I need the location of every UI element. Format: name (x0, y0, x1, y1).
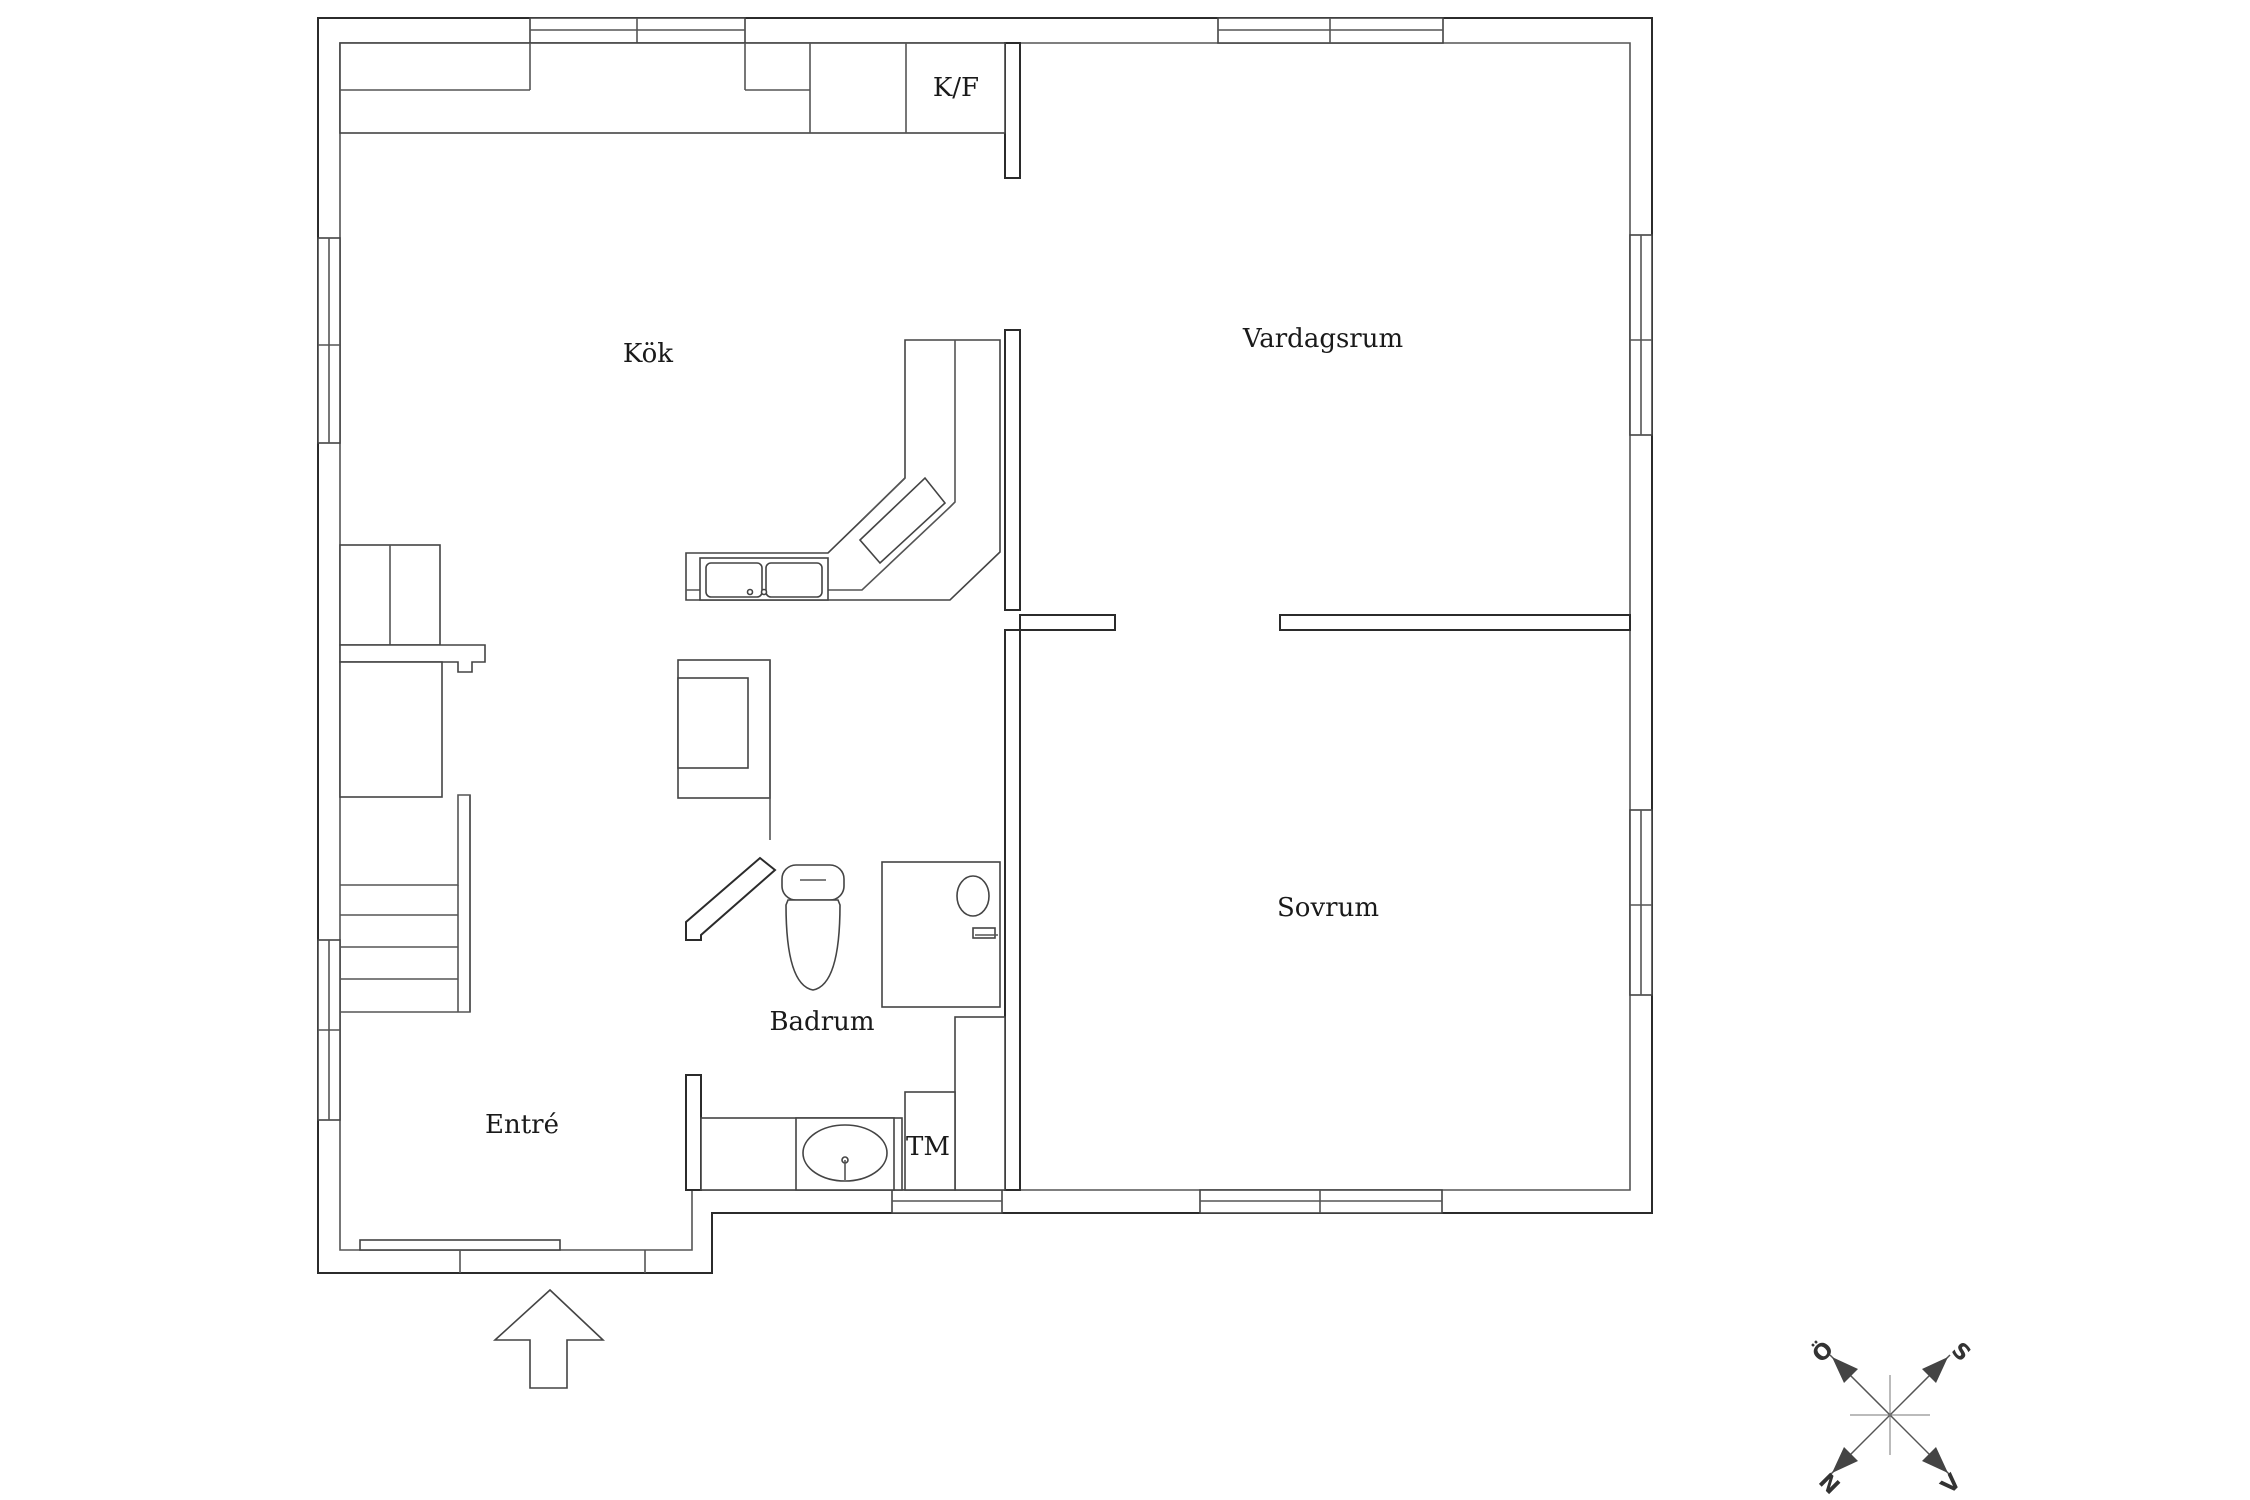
bathroom-fixtures (700, 861, 1006, 1191)
entrance-arrow-icon (492, 1288, 606, 1389)
room-label-sovrum: Sovrum (1277, 893, 1379, 923)
compass-label-se: V (1937, 1470, 1967, 1500)
toilet (781, 864, 845, 991)
room-label-entre: Entré (485, 1110, 559, 1140)
compass-icon: S Ö N V (1807, 1336, 1975, 1500)
kitchen-counter (685, 339, 1001, 601)
windows (317, 17, 1653, 1273)
compass-label-sw: N (1813, 1469, 1844, 1500)
stove (677, 659, 771, 840)
room-label-tm: TM (906, 1132, 950, 1162)
left-cabinets (339, 544, 486, 798)
shower (881, 861, 1001, 1008)
top-cabinets (339, 42, 1006, 134)
room-labels: Kök Vardagsrum Sovrum Badrum Entré K/F T… (485, 73, 1403, 1162)
room-label-badrum: Badrum (769, 1007, 874, 1037)
compass-label-ne: S (1946, 1338, 1975, 1367)
room-label-kok: Kök (623, 339, 673, 369)
room-label-vardagsrum: Vardagsrum (1242, 324, 1403, 354)
room-label-kf: K/F (933, 73, 979, 103)
interior-walls (685, 42, 1631, 1191)
compass-label-nw: Ö (1807, 1336, 1839, 1368)
stairs (340, 794, 471, 1013)
